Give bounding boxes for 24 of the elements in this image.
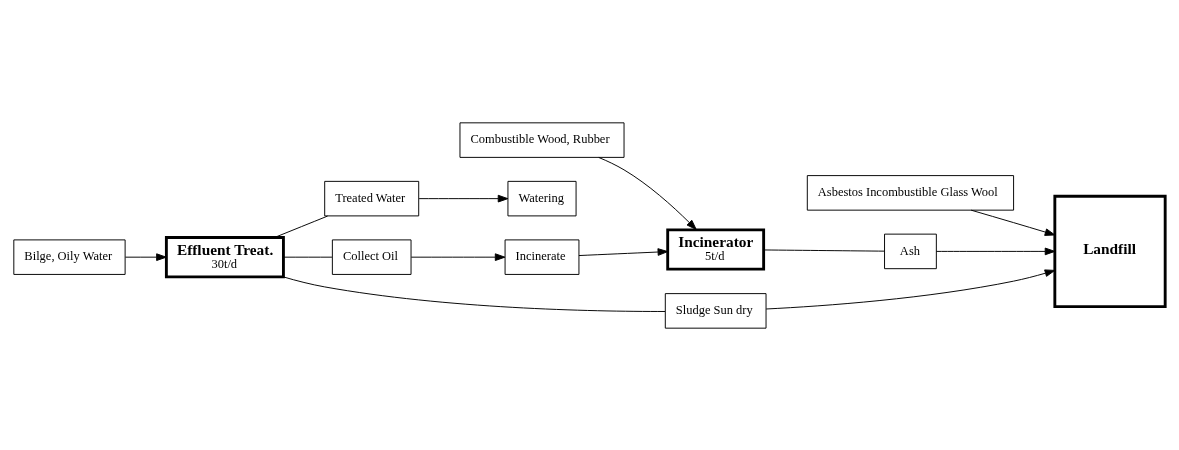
connector	[763, 249, 885, 252]
connector	[274, 215, 329, 238]
node-box: Combustible Wood, Rubber	[459, 121, 625, 158]
connector	[283, 256, 333, 258]
node-box: Treated Water	[324, 180, 420, 216]
node-box: Collect Oil	[331, 238, 412, 275]
arrow	[410, 252, 506, 261]
arrow	[970, 209, 1056, 236]
arrow	[124, 252, 167, 261]
node-box: Ash	[884, 233, 937, 269]
arrow	[765, 268, 1056, 309]
arrow	[418, 194, 509, 202]
node-box: Landfill	[1053, 194, 1167, 308]
connector	[282, 275, 666, 312]
node-box: Incinerate	[504, 238, 580, 275]
node-box: Watering	[507, 180, 577, 216]
node-box: Bilge, Oily Water	[13, 238, 126, 275]
arrow	[578, 247, 669, 256]
node-box: Effluent Treat. 30t/d	[164, 235, 285, 278]
node-box: Sludge Sun dry	[664, 292, 767, 329]
arrow	[935, 247, 1056, 255]
arrow	[598, 156, 697, 230]
node-box: Asbestos Incombustible Glass Wool	[806, 174, 1015, 211]
node-box: Incinerator 5t/d	[666, 227, 766, 271]
